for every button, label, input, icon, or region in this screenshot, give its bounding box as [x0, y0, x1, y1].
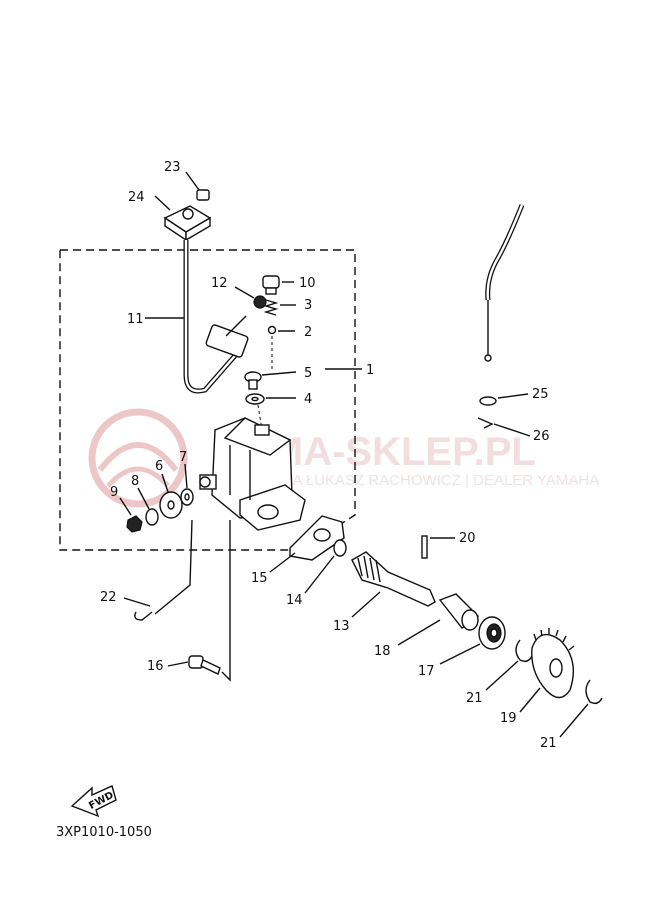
label-part-7: 7 [179, 450, 187, 465]
label-part-15: 15 [251, 571, 268, 586]
label-part-24: 24 [128, 190, 145, 205]
label-part-13: 13 [333, 619, 350, 634]
label-part-3: 3 [304, 298, 312, 313]
label-part-5: 5 [304, 366, 312, 381]
part-18-collar [397, 593, 480, 646]
part-7-washer [180, 463, 194, 506]
part-4-washer [245, 393, 296, 431]
label-part-23: 23 [164, 160, 181, 175]
part-25-26-cable [477, 204, 531, 437]
part-16-bolt [167, 520, 231, 682]
part-1-oil-pump [199, 368, 362, 531]
watermark-logo-icon [88, 408, 188, 508]
label-part-6: 6 [155, 459, 163, 474]
part-22-clip [123, 519, 193, 621]
label-part-26: 26 [533, 429, 550, 444]
label-part-4: 4 [304, 392, 312, 407]
fwd-arrow-icon: FWD [70, 785, 117, 818]
label-part-18: 18 [374, 644, 391, 659]
label-part-19: 19 [500, 711, 517, 726]
part-11-pipe [145, 240, 249, 394]
label-part-17: 17 [418, 664, 435, 679]
part-20-pin [421, 535, 455, 559]
label-part-12: 12 [211, 276, 228, 291]
watermark-subtitle: GRZYMAŁA ŁUKASZ RACHOWICZ | DEALER YAMAH… [220, 472, 599, 489]
label-part-16: 16 [147, 659, 164, 674]
part-10-bolt [262, 275, 294, 295]
part-labels: 23 24 12 10 3 11 2 1 5 4 25 26 7 6 8 9 2… [100, 160, 557, 751]
part-15-gasket [269, 515, 345, 573]
part-21-circlip-upper [485, 639, 533, 691]
label-part-14: 14 [286, 593, 303, 608]
part-2-ball [267, 325, 295, 372]
part-3-spring [263, 299, 296, 316]
part-5-screw [244, 371, 297, 390]
label-part-25: 25 [532, 387, 549, 402]
part-9-nut [119, 497, 143, 533]
part-21-circlip-lower [559, 679, 603, 738]
label-part-22: 22 [100, 590, 117, 605]
part-12-nut [234, 286, 267, 309]
label-part-10: 10 [299, 276, 316, 291]
part-17-bearing [439, 616, 506, 665]
label-part-8: 8 [131, 474, 139, 489]
part-6-plate [159, 473, 183, 519]
part-23-nut [185, 171, 210, 201]
part-19-gear [519, 628, 575, 713]
label-part-1: 1 [366, 363, 374, 378]
part-24-block [154, 195, 212, 242]
label-part-21-a: 21 [466, 691, 483, 706]
part-14-o-ring [304, 539, 347, 594]
diagram-code: 3XP1010-1050 [56, 825, 152, 840]
label-part-2: 2 [304, 325, 312, 340]
part-13-pump-shaft [351, 551, 436, 618]
part-8-lock-washer [137, 487, 159, 526]
label-part-21-b: 21 [540, 736, 557, 751]
label-part-20: 20 [459, 531, 476, 546]
label-part-9: 9 [110, 485, 118, 500]
label-part-11: 11 [127, 312, 144, 327]
